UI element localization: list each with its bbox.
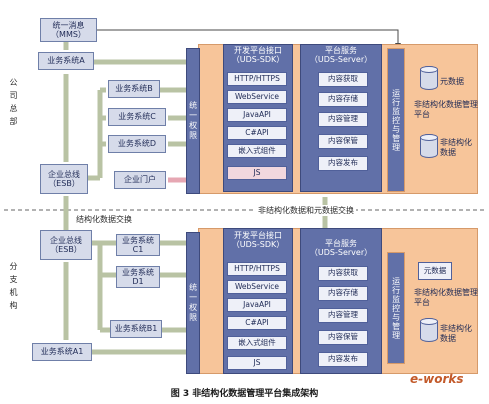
hq-monitor-bar[interactable]: 运行监控与管理 (387, 48, 405, 192)
hq-connectors (63, 38, 198, 236)
branch-auth-bar[interactable]: 统一权限 (186, 232, 200, 374)
branch-server-item-publish[interactable]: 内容发布 (318, 352, 368, 367)
branch-esb[interactable]: 企业总线 （ESB） (40, 230, 92, 260)
hq-platform-name: 非结构化数据管理平台 (414, 100, 478, 119)
hq-system-a[interactable]: 业务系统A (38, 52, 94, 70)
branch-system-d1[interactable]: 业务系统D1 (116, 266, 160, 288)
hq-unstructured-label: 非结构化数据 (440, 138, 472, 157)
branch-sdk-item-js[interactable]: JS (227, 356, 287, 370)
hq-metadata-db-icon (420, 66, 438, 90)
branch-sdk-item-javaapi[interactable]: JavaAPI (227, 298, 287, 312)
hq-server-item-store[interactable]: 内容存储 (318, 92, 368, 107)
hq-server-title: 平台服务 （UDS-Server） (309, 46, 373, 65)
branch-connectors (63, 240, 186, 355)
hq-side-label: 公司总部 (9, 78, 18, 130)
hq-auth-bar[interactable]: 统一权限 (186, 48, 200, 194)
branch-sdk-item-webservice[interactable]: WebService (227, 280, 287, 294)
hq-sdk-title: 开发平台接口 （UDS-SDK） (231, 46, 285, 65)
branch-system-a1[interactable]: 业务系统A1 (32, 343, 92, 361)
branch-unstructured-db-icon (420, 318, 438, 342)
hq-system-b[interactable]: 业务系统B (108, 80, 160, 98)
branch-system-c1[interactable]: 业务系统C1 (116, 234, 160, 256)
hq-server-item-publish[interactable]: 内容发布 (318, 156, 368, 171)
hq-sdk-item-http[interactable]: HTTP/HTTPS (227, 72, 287, 86)
branch-server-column (300, 228, 382, 374)
branch-server-item-preserve[interactable]: 内容保管 (318, 330, 368, 345)
branch-sdk-item-csharpapi[interactable]: C#API (227, 316, 287, 330)
branch-sdk-title: 开发平台接口 （UDS-SDK） (231, 231, 285, 250)
branch-server-item-manage[interactable]: 内容管理 (318, 308, 368, 323)
hq-system-d[interactable]: 业务系统D (108, 135, 166, 153)
branch-server-item-acquire[interactable]: 内容获取 (318, 266, 368, 281)
branch-side-label: 分支机构 (9, 262, 18, 314)
hq-sdk-item-javaapi[interactable]: JavaAPI (227, 108, 287, 122)
branch-sdk-item-http[interactable]: HTTP/HTTPS (227, 262, 287, 276)
mms-link (97, 29, 401, 49)
hq-sdk-item-embedded[interactable]: 嵌入式组件 (227, 144, 287, 158)
unstructured-exchange-label: 非结构化数据和元数据交换 (256, 205, 356, 216)
hq-metadata-label: 元数据 (440, 77, 464, 86)
hq-sdk-item-js[interactable]: JS (227, 166, 287, 180)
hq-portal[interactable]: 企业门户 (114, 171, 166, 189)
branch-metadata-box[interactable]: 元数据 (418, 262, 452, 280)
branch-server-title: 平台服务 （UDS-Server） (309, 239, 373, 258)
hq-unstructured-db-icon (420, 134, 438, 158)
eworks-logo: e-works (410, 372, 464, 386)
hq-server-item-manage[interactable]: 内容管理 (318, 112, 368, 127)
branch-unstructured-label: 非结构化数据 (440, 324, 472, 343)
structured-exchange-label: 结构化数据交换 (76, 215, 132, 224)
hq-sdk-item-webservice[interactable]: WebService (227, 90, 287, 104)
branch-system-b1[interactable]: 业务系统B1 (110, 320, 162, 338)
hq-server-item-preserve[interactable]: 内容保管 (318, 134, 368, 149)
hq-server-item-acquire[interactable]: 内容获取 (318, 72, 368, 87)
hq-system-c[interactable]: 业务系统C (108, 108, 166, 126)
branch-monitor-bar[interactable]: 运行监控与管理 (387, 252, 405, 364)
mms-box[interactable]: 统一消息 （MMS） (40, 18, 97, 42)
branch-sdk-item-embedded[interactable]: 嵌入式组件 (227, 336, 287, 350)
hq-sdk-item-csharpapi[interactable]: C#API (227, 126, 287, 140)
figure-caption: 图 3 非结构化数据管理平台集成架构 (170, 389, 319, 399)
branch-platform-name: 非结构化数据管理平台 (414, 288, 478, 307)
branch-server-item-store[interactable]: 内容存储 (318, 286, 368, 301)
hq-esb[interactable]: 企业总线 （ESB） (40, 164, 88, 194)
